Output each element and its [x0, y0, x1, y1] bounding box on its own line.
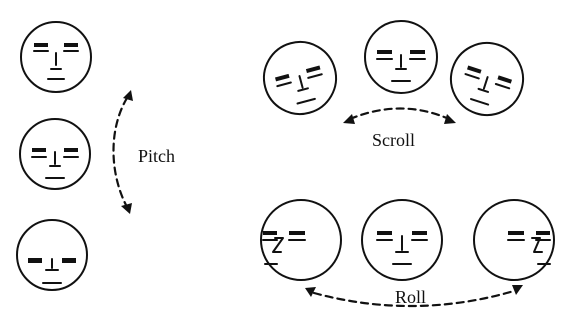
scroll-label: Scroll: [372, 130, 415, 150]
face-pitch-down: [17, 220, 87, 290]
face-scroll-neutral: [365, 21, 437, 93]
pitch-group: Pitch: [17, 22, 175, 290]
roll-label: Roll: [395, 287, 426, 307]
roll-group: Roll: [261, 200, 554, 307]
pitch-label: Pitch: [138, 146, 175, 166]
face-scroll-tilt-right: [442, 34, 533, 125]
face-pitch-up: [21, 22, 91, 92]
face-roll-neutral: [362, 200, 442, 280]
pitch-arrow: [113, 90, 133, 214]
scroll-arrow: [343, 109, 456, 125]
face-roll-turn-right: [474, 200, 554, 280]
face-scroll-tilt-left: [256, 34, 344, 122]
head-outline: [17, 220, 87, 290]
face-roll-turn-left: [261, 200, 341, 280]
face-pitch-neutral: [20, 119, 90, 189]
scroll-group: Scroll: [256, 21, 532, 150]
